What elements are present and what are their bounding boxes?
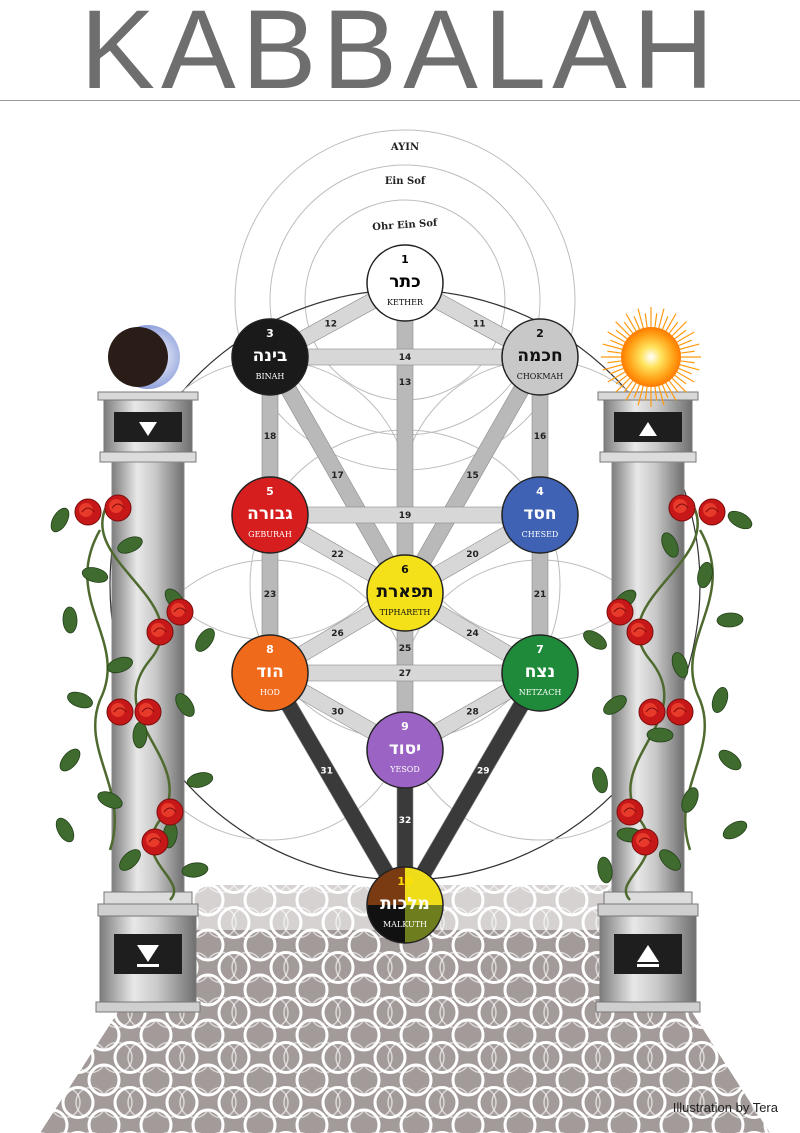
path-number-17: 17 [331, 471, 344, 481]
sephira-number: 5 [266, 485, 274, 498]
sephira-number: 9 [401, 720, 409, 733]
sephira-number: 8 [266, 643, 274, 656]
path-number-21: 21 [534, 590, 547, 600]
sephira-hebrew: מלכות [380, 894, 430, 914]
sephira-kether[interactable]: 1 כתר KETHER [367, 245, 443, 321]
path-number-31: 31 [320, 766, 333, 776]
illustration-credit: Illustration by Tera [673, 1100, 778, 1115]
path-number-28: 28 [466, 708, 479, 718]
sephira-netzach[interactable]: 7 נצח NETZACH [502, 635, 578, 711]
crescent-moon-icon [108, 325, 180, 389]
sephira-hebrew: נצח [525, 662, 555, 682]
path-number-23: 23 [264, 590, 277, 600]
sephira-number: 7 [536, 643, 544, 656]
sephira-number: 6 [401, 563, 409, 576]
sephira-hebrew: חסד [523, 504, 556, 524]
path-number-14: 14 [399, 353, 412, 363]
path-number-20: 20 [466, 550, 479, 560]
sephira-yesod[interactable]: 9 יסוד YESOD [367, 712, 443, 788]
path-number-29: 29 [477, 766, 490, 776]
sephira-hebrew: כתר [389, 272, 420, 292]
path-number-15: 15 [466, 471, 479, 481]
path-number-12: 12 [324, 320, 337, 330]
sephira-name: GEBURAH [248, 530, 292, 539]
path-number-18: 18 [264, 432, 277, 442]
sephira-name: KETHER [387, 298, 424, 307]
path-number-16: 16 [534, 432, 547, 442]
sephira-hebrew: גבורה [247, 504, 293, 524]
sephira-tiphareth[interactable]: 6 תפארת TIPHARETH [367, 555, 443, 631]
sephira-name: YESOD [389, 765, 420, 774]
path-number-19: 19 [399, 511, 412, 521]
air-bar-icon [637, 964, 659, 967]
sephira-binah[interactable]: 3 בינה BINAH [232, 319, 308, 395]
path-number-13: 13 [399, 378, 412, 388]
earth-bar-icon [137, 964, 159, 967]
path-number-26: 26 [331, 629, 344, 639]
path-number-27: 27 [399, 669, 412, 679]
sephira-number: 1 [401, 253, 409, 266]
sephira-hebrew: הוד [256, 662, 284, 682]
sephira-number: 4 [536, 485, 544, 498]
sephira-hebrew: יסוד [389, 739, 421, 759]
path-13 [397, 283, 413, 593]
path-number-30: 30 [331, 708, 344, 718]
sephira-malkuth[interactable]: 10 מלכות MALKUTH [367, 867, 443, 943]
sephira-number: 10 [397, 875, 413, 888]
sephira-name: MALKUTH [383, 920, 427, 929]
path-number-25: 25 [399, 644, 412, 654]
veil-ohr-ein-sof: Ohr Ein Sof [372, 218, 438, 234]
sephira-number: 2 [536, 327, 544, 340]
sephira-geburah[interactable]: 5 גבורה GEBURAH [232, 477, 308, 553]
path-number-32: 32 [399, 816, 412, 826]
sephira-name: NETZACH [519, 688, 562, 697]
sephira-name: CHOKMAH [517, 372, 564, 381]
sephira-chesed[interactable]: 4 חסד CHESED [502, 477, 578, 553]
sephira-hebrew: חכמה [517, 346, 562, 366]
veil-ayin: AYIN [390, 142, 419, 153]
sephira-hebrew: בינה [253, 346, 288, 366]
sephira-name: BINAH [256, 372, 285, 381]
path-number-24: 24 [466, 629, 479, 639]
sephira-hebrew: תפארת [376, 582, 433, 602]
path-number-22: 22 [331, 550, 344, 560]
sephira-name: TIPHARETH [380, 608, 431, 617]
sephira-name: HOD [260, 688, 280, 697]
path-number-11: 11 [473, 320, 486, 330]
sephira-hod[interactable]: 8 הוד HOD [232, 635, 308, 711]
sephira-name: CHESED [522, 530, 559, 539]
sun-icon [601, 307, 701, 407]
veil-ein-sof: Ein Sof [385, 176, 426, 187]
sephira-number: 3 [266, 327, 274, 340]
sephira-chokmah[interactable]: 2 חכמה CHOKMAH [502, 319, 578, 395]
